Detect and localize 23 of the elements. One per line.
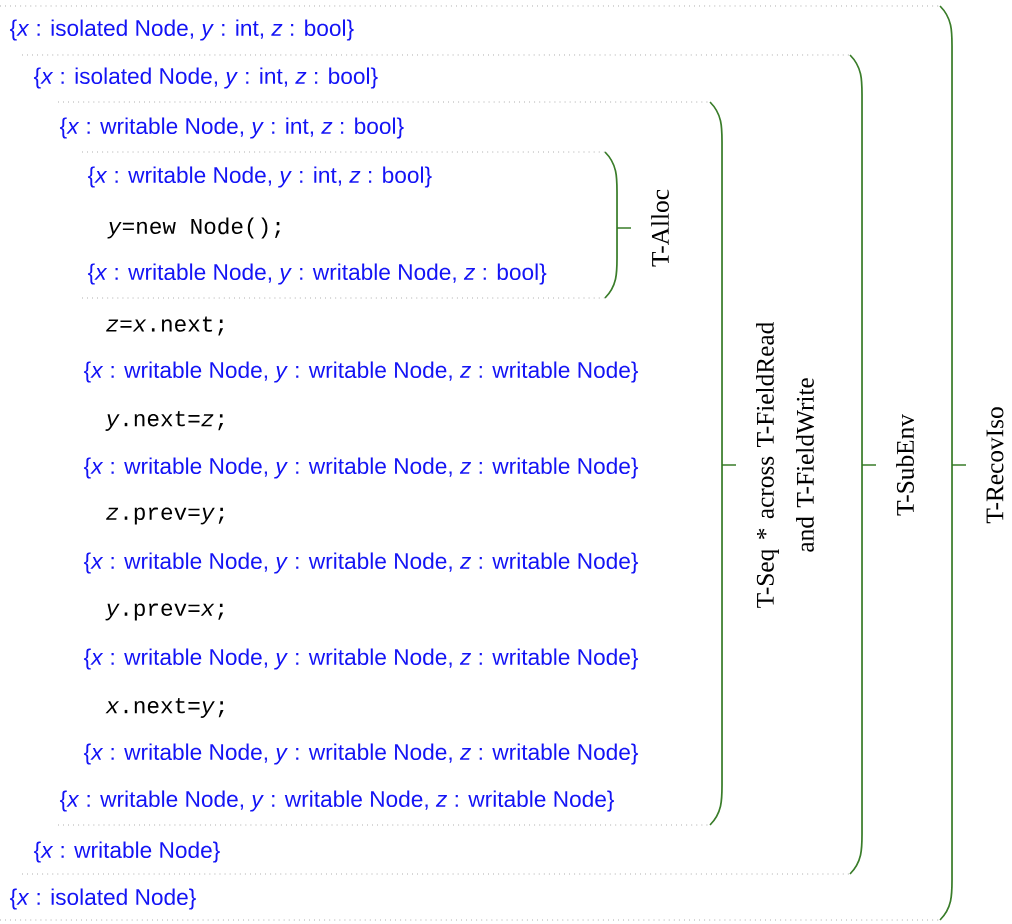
type-context: {x : isolated Node, y : int, z : bool} (34, 67, 378, 89)
type-context: {x : writable Node} (34, 841, 220, 863)
type-context: {x : isolated Node, y : int, z : bool} (10, 19, 354, 41)
type-context: {x : writable Node, y : writable Node, z : writable Node} (84, 361, 639, 383)
code-statement: z=x.next; (106, 316, 224, 336)
type-context: {x : writable Node, y : writable Node, z : writable Node} (84, 457, 639, 479)
type-context: {x : writable Node, y : int, z : bool} (60, 117, 404, 139)
type-context: {x : writable Node, y : writable Node, z : writable Node} (84, 552, 639, 574)
code-statement: y=new Node(); (107, 217, 280, 239)
rule-name: T-Alloc (651, 189, 669, 267)
rule-name: T-Seq * across T-FieldRead and T-FieldWrite (756, 321, 814, 608)
code-statement: y.prev=x; (105, 603, 224, 621)
code-statement: x.next=y; (105, 698, 224, 718)
type-context: {x : writable Node, y : writable Node, z : writable Node} (84, 743, 639, 765)
type-context: {x : writable Node, y : writable Node, z : bool} (88, 263, 547, 285)
rule-name: T-RecovIso (986, 407, 1004, 524)
code-statement: y.next=z; (105, 411, 224, 431)
type-context: {x : writable Node, y : int, z : bool} (88, 166, 432, 188)
type-context: {x : isolated Node} (10, 888, 196, 910)
rule-name: T-SubEnv (896, 414, 914, 516)
type-context: {x : writable Node, y : writable Node, z : writable Node} (60, 790, 615, 812)
type-context: {x : writable Node, y : writable Node, z : writable Node} (84, 648, 639, 670)
code-statement: z.prev=y; (106, 507, 224, 525)
